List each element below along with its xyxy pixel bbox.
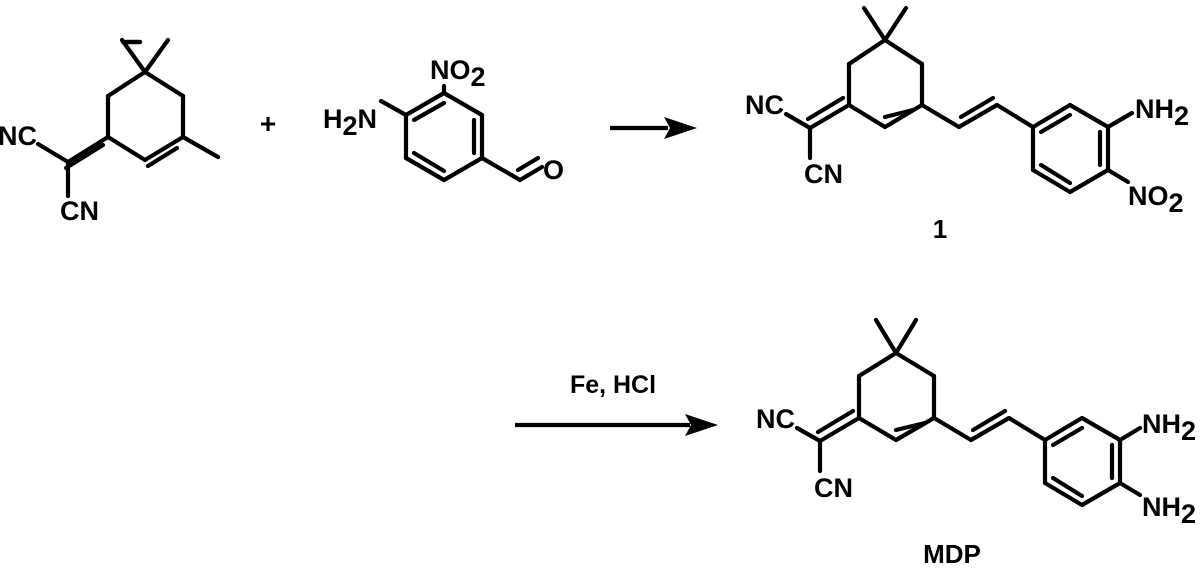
product-mdp-structure: NC CN NH2 NH2 <box>756 317 1196 529</box>
amine-group-label-2: NH2 <box>1142 492 1196 529</box>
reactant-amino-nitrobenzaldehyde: H2N NO2 O <box>323 55 564 185</box>
nitrile-label-2: CN <box>804 159 843 189</box>
plus-sign: + <box>260 108 276 139</box>
nitro-group-label: NO2 <box>430 55 486 92</box>
reactant-dicyanomethylene-isophorone: NC CN <box>0 37 221 226</box>
amine-group-label-1: NH2 <box>1142 409 1196 446</box>
product-1-structure: NC CN NH2 NO2 <box>745 5 1189 218</box>
nitrile-label-2: CN <box>814 473 853 503</box>
amine-group-label: H2N <box>323 104 377 141</box>
nitro-group-label: NO2 <box>1128 181 1184 218</box>
nitrile-label-1: NC <box>745 90 784 120</box>
compound-label-mdp: MDP <box>923 539 981 569</box>
nitrile-label-1: NC <box>756 404 795 434</box>
reaction-arrow-2 <box>515 414 718 436</box>
nitrile-label-2: CN <box>60 196 99 226</box>
reaction-conditions: Fe, HCl <box>570 371 656 399</box>
aldehyde-oxygen-label: O <box>543 155 564 185</box>
amine-group-label: NH2 <box>1135 94 1189 131</box>
nitrile-label-1: NC <box>0 121 37 151</box>
compound-label-1: 1 <box>933 214 947 244</box>
reaction-arrow-1 <box>610 117 697 139</box>
